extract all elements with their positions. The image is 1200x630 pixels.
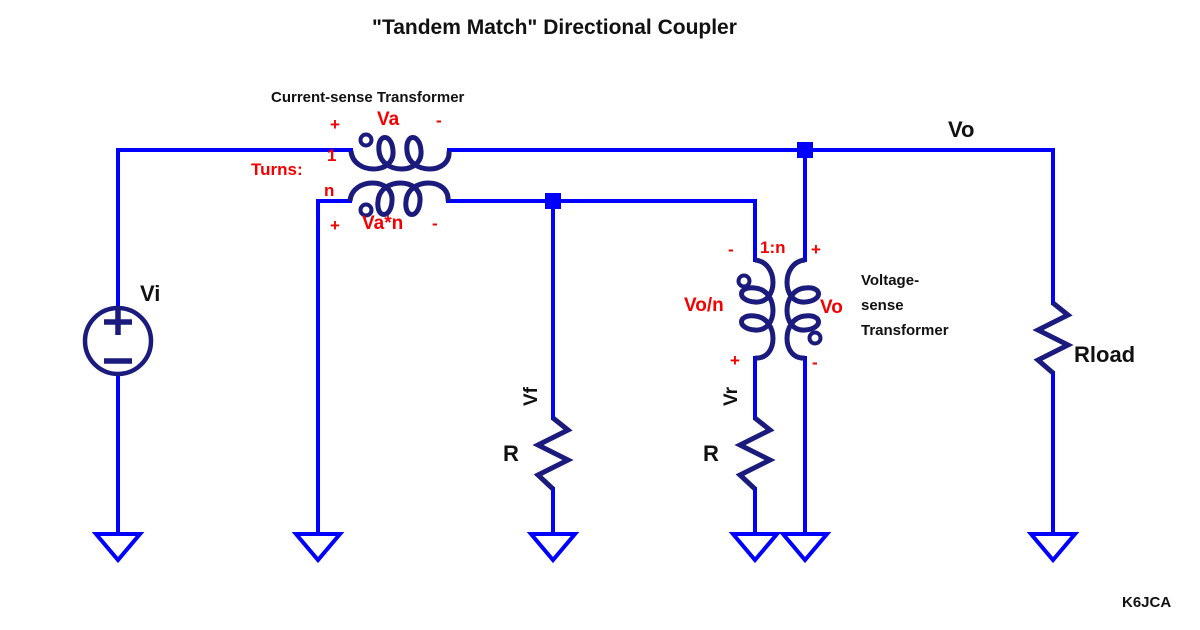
ground-icon-secondary — [291, 532, 345, 564]
ground-icon-vr — [728, 532, 782, 564]
cs-primary-voltage-label: Va — [377, 109, 400, 130]
vf-voltage-label: Vf — [521, 387, 542, 406]
secondary-turns-label: n — [324, 181, 335, 200]
source-label: Vi — [140, 281, 161, 306]
vs-primary-minus-sign: - — [728, 240, 734, 259]
cs-primary-phase-dot — [358, 132, 374, 148]
primary-turns-label: 1 — [327, 146, 337, 165]
turns-caption: Turns: — [251, 160, 303, 179]
vr-voltage-label: Vr — [721, 386, 743, 407]
vs-primary-voltage-label: Vo/n — [684, 295, 724, 316]
source-polarity-marks — [104, 309, 132, 364]
vs-secondary-voltage-label: Vo — [820, 297, 843, 318]
vs-ratio-label: 1:n — [760, 238, 786, 257]
voltage-sense-caption-line3: Transformer — [861, 322, 949, 339]
voltage-sense-transformer — [736, 257, 823, 361]
cs-secondary-phase-dot — [358, 202, 374, 218]
resistor-vr-zigzag — [734, 416, 776, 491]
junction-node-mid — [545, 193, 561, 209]
wire-secondary-left-lead — [316, 199, 352, 535]
author-signature: K6JCA — [1122, 594, 1172, 611]
ground-icon-vf — [526, 532, 580, 564]
cs-primary-coil — [348, 135, 452, 172]
resistor-vr-name: R — [703, 441, 719, 466]
output-voltage-label: Vo — [948, 117, 975, 142]
cs-primary-plus-sign: + — [330, 115, 340, 134]
voltage-source-vi — [82, 305, 154, 377]
resistor-vf-zigzag — [532, 416, 574, 491]
schematic-title: "Tandem Match" Directional Coupler — [372, 16, 737, 39]
voltage-sense-caption-line2: sense — [861, 297, 904, 314]
junction-node-top — [797, 142, 813, 158]
cs-secondary-minus-sign: - — [432, 214, 438, 233]
ground-icon-source — [91, 532, 145, 564]
ground-symbols — [91, 532, 1080, 564]
vs-secondary-coil — [784, 257, 821, 361]
vs-secondary-phase-dot — [807, 330, 823, 346]
resistor-rload-zigzag — [1032, 301, 1074, 375]
vs-primary-phase-dot — [736, 273, 752, 289]
cs-secondary-coil — [347, 180, 451, 217]
source-circle — [82, 305, 154, 377]
vs-primary-coil — [739, 257, 776, 361]
resistors — [532, 301, 1074, 491]
wire-secondary-right-lead — [446, 199, 757, 262]
vs-secondary-plus-sign: + — [811, 240, 821, 259]
cs-primary-minus-sign: - — [436, 111, 442, 130]
voltage-sense-caption-line1: Voltage- — [861, 272, 920, 289]
voltage-sense-caption: Voltage- sense Transformer — [861, 268, 949, 343]
cs-secondary-voltage-label: Va*n — [362, 213, 404, 234]
current-sense-caption: Current-sense Transformer — [271, 89, 465, 106]
ground-icon-vsense — [778, 532, 832, 564]
cs-secondary-plus-sign: + — [330, 216, 340, 235]
resistor-rload-name: Rload — [1074, 342, 1136, 367]
resistor-vf-name: R — [503, 441, 519, 466]
vs-primary-plus-sign: + — [730, 351, 740, 370]
ground-icon-rload — [1026, 532, 1080, 564]
current-sense-transformer — [347, 132, 452, 218]
vs-secondary-minus-sign: - — [812, 353, 818, 372]
